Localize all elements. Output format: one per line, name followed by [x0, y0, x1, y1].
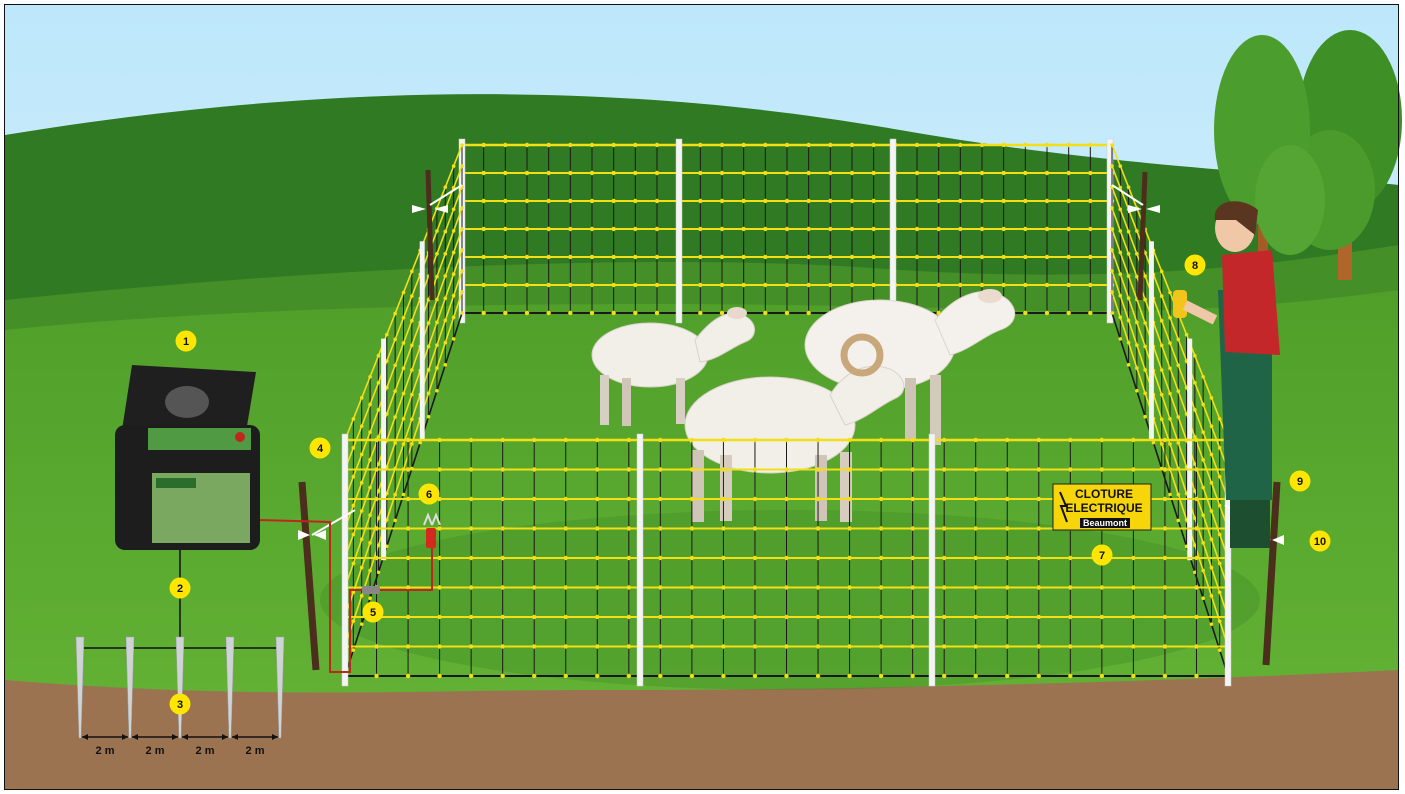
svg-text:7: 7	[1099, 550, 1105, 562]
svg-text:8: 8	[1192, 260, 1198, 272]
svg-text:5: 5	[370, 607, 376, 619]
marker-5: 5	[363, 602, 384, 623]
svg-text:9: 9	[1297, 476, 1303, 488]
marker-9: 9	[1290, 471, 1311, 492]
marker-1: 1	[176, 331, 197, 352]
enclosure-shadow	[320, 510, 1260, 690]
sign-brand: Beaumont	[1083, 518, 1127, 528]
marker-10: 10	[1310, 531, 1331, 552]
svg-text:3: 3	[177, 699, 183, 711]
marker-6: 6	[419, 484, 440, 505]
marker-3: 3	[170, 694, 191, 715]
sign-line1: CLOTURE	[1075, 487, 1133, 501]
spacing-label: 2 m	[196, 745, 215, 757]
svg-text:2: 2	[177, 583, 183, 595]
svg-text:6: 6	[426, 489, 432, 501]
svg-text:1: 1	[183, 336, 189, 348]
energizer	[115, 365, 260, 550]
spacing-label: 2 m	[246, 745, 265, 757]
marker-8: 8	[1185, 255, 1206, 276]
warning-sign: CLOTURE ELECTRIQUE Beaumont	[1053, 484, 1151, 530]
marker-2: 2	[170, 578, 191, 599]
svg-text:10: 10	[1314, 536, 1326, 548]
marker-7: 7	[1092, 545, 1113, 566]
marker-4: 4	[310, 438, 331, 459]
svg-text:4: 4	[317, 443, 324, 455]
sign-line2: ELECTRIQUE	[1065, 501, 1142, 515]
spacing-label: 2 m	[96, 745, 115, 757]
spacing-label: 2 m	[146, 745, 165, 757]
